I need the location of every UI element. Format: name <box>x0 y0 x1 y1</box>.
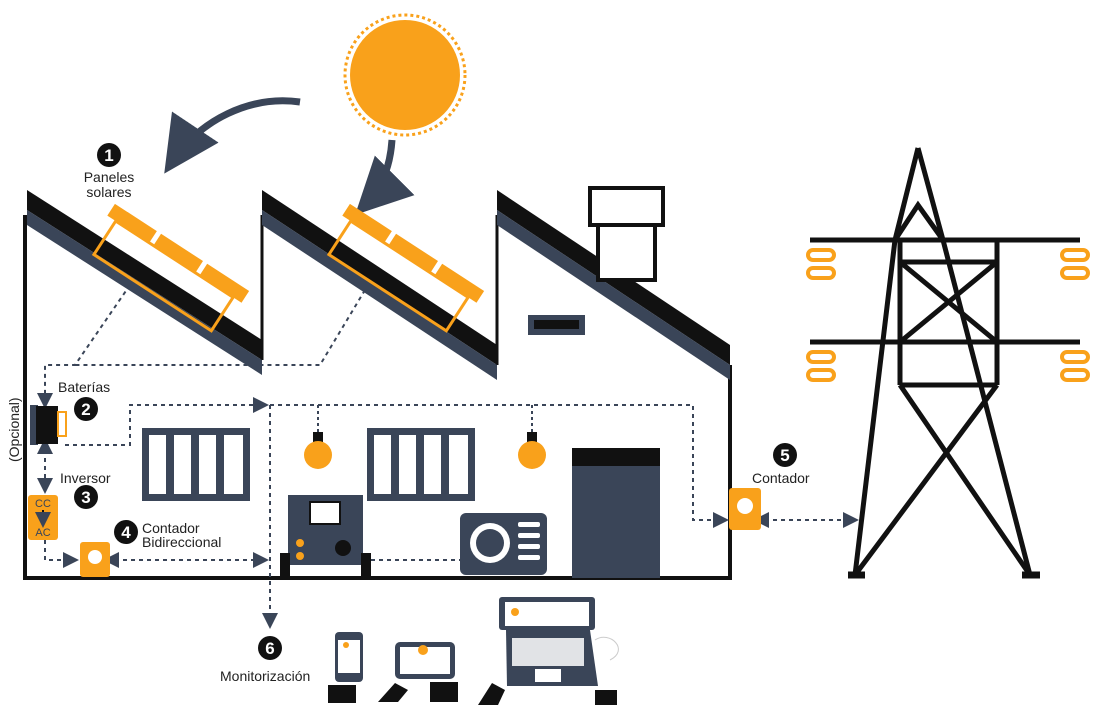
inverter-ac-label: AC <box>35 527 50 539</box>
bidirectional-meter-icon <box>80 542 110 577</box>
step-6: 6 Monitorización <box>220 636 310 684</box>
step-number: 5 <box>780 446 789 465</box>
step-5: 5 Contador <box>752 443 810 486</box>
step-1: 1 Paneles solares <box>84 143 135 200</box>
sunlight-arrow-1 <box>164 97 301 174</box>
label-inversor: Inversor <box>60 470 111 486</box>
step-4: 4 Contador Bidireccional <box>114 520 221 550</box>
factory-building <box>23 186 732 580</box>
step-3: 3 Inversor <box>60 470 111 509</box>
step-2: 2 Baterías <box>58 379 110 421</box>
laptop-icon <box>478 597 619 705</box>
solar-panels-2 <box>326 203 485 333</box>
light-bulb-icon <box>304 405 332 469</box>
step-number: 3 <box>81 488 90 507</box>
tablet-icon <box>378 642 458 702</box>
step-number: 4 <box>121 523 131 542</box>
solar-panels-1 <box>91 203 250 333</box>
light-bulb-icon <box>518 405 546 469</box>
sunlight-arrow-2 <box>355 139 415 215</box>
wiring <box>37 284 859 629</box>
power-transmission-tower <box>810 147 1080 579</box>
label-paneles: Paneles <box>84 169 135 185</box>
industrial-machine <box>280 495 371 578</box>
label-solares: solares <box>86 184 131 200</box>
air-conditioner-unit <box>460 513 547 575</box>
meter-icon <box>729 488 761 530</box>
insulator-icons <box>806 248 1090 382</box>
inverter-box: CC AC <box>28 495 58 540</box>
smartphone-icon <box>328 632 363 703</box>
label-bidireccional: Bidireccional <box>142 534 221 550</box>
label-opcional: (Opcional) <box>6 397 22 462</box>
sun-icon <box>343 13 467 137</box>
label-baterias: Baterías <box>58 379 110 395</box>
label-contador-bidireccional: Contador <box>142 520 200 536</box>
inverter-cc-label: CC <box>35 498 51 510</box>
step-number: 2 <box>81 400 90 419</box>
battery-icon <box>30 405 67 445</box>
label-monitorizacion: Monitorización <box>220 668 310 684</box>
window-left <box>142 428 250 501</box>
step-number: 1 <box>104 146 113 165</box>
step-number: 6 <box>265 639 274 658</box>
window-right <box>367 428 475 501</box>
label-contador: Contador <box>752 470 810 486</box>
door <box>572 448 660 578</box>
